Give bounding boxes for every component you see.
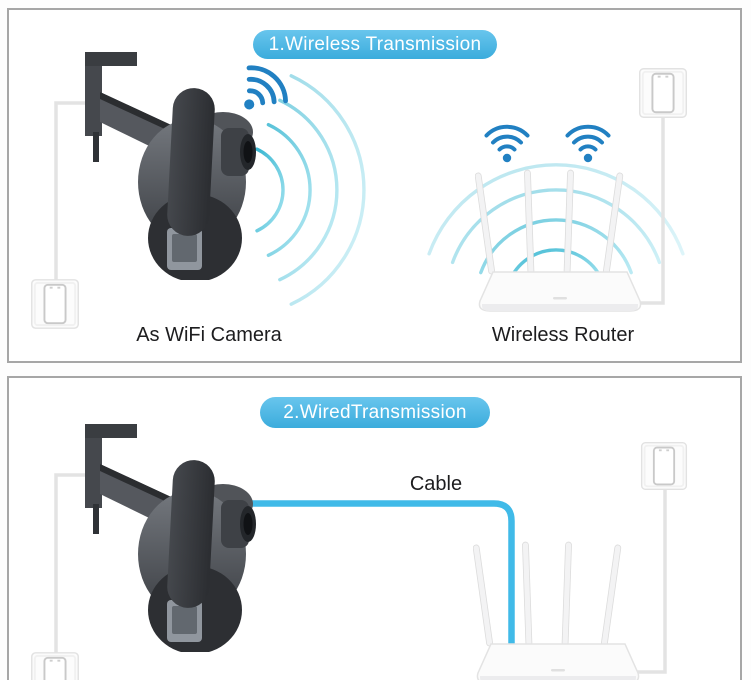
- label-wireless-router: Wireless Router: [491, 324, 635, 346]
- wall-outlet-left: [31, 651, 79, 680]
- router-power-wire: [635, 114, 665, 305]
- panel-wired-transmission: 2.WiredTransmission Cable: [7, 376, 742, 680]
- wired-diagram-art: [31, 424, 688, 680]
- wireless-diagram-art: [31, 52, 688, 330]
- wifi-camera: [85, 424, 256, 652]
- wall-outlet-right: [640, 442, 688, 490]
- panel-wireless-transmission: 1.Wireless Transmission As WiFi Camera W…: [7, 8, 742, 363]
- wall-outlet-left: [31, 278, 79, 330]
- camera-power-wire: [54, 101, 88, 286]
- wifi-camera: [85, 52, 256, 280]
- badge-wireless-transmission: 1.Wireless Transmission: [253, 30, 497, 59]
- label-cable: Cable: [409, 473, 463, 495]
- badge-wired-transmission: 2.WiredTransmission: [260, 397, 490, 428]
- router-wifi-icon-left: [484, 124, 530, 164]
- camera-signal-arcs: [255, 74, 366, 306]
- router-power-wire: [635, 486, 667, 674]
- router-wifi-icon-right: [565, 124, 611, 164]
- label-as-wifi-camera: As WiFi Camera: [136, 324, 282, 346]
- ethernet-cable: [242, 500, 515, 646]
- router-signal-arcs: [427, 163, 685, 285]
- wall-outlet-right: [638, 68, 688, 118]
- wireless-router: [473, 541, 640, 680]
- camera-power-wire: [54, 473, 88, 659]
